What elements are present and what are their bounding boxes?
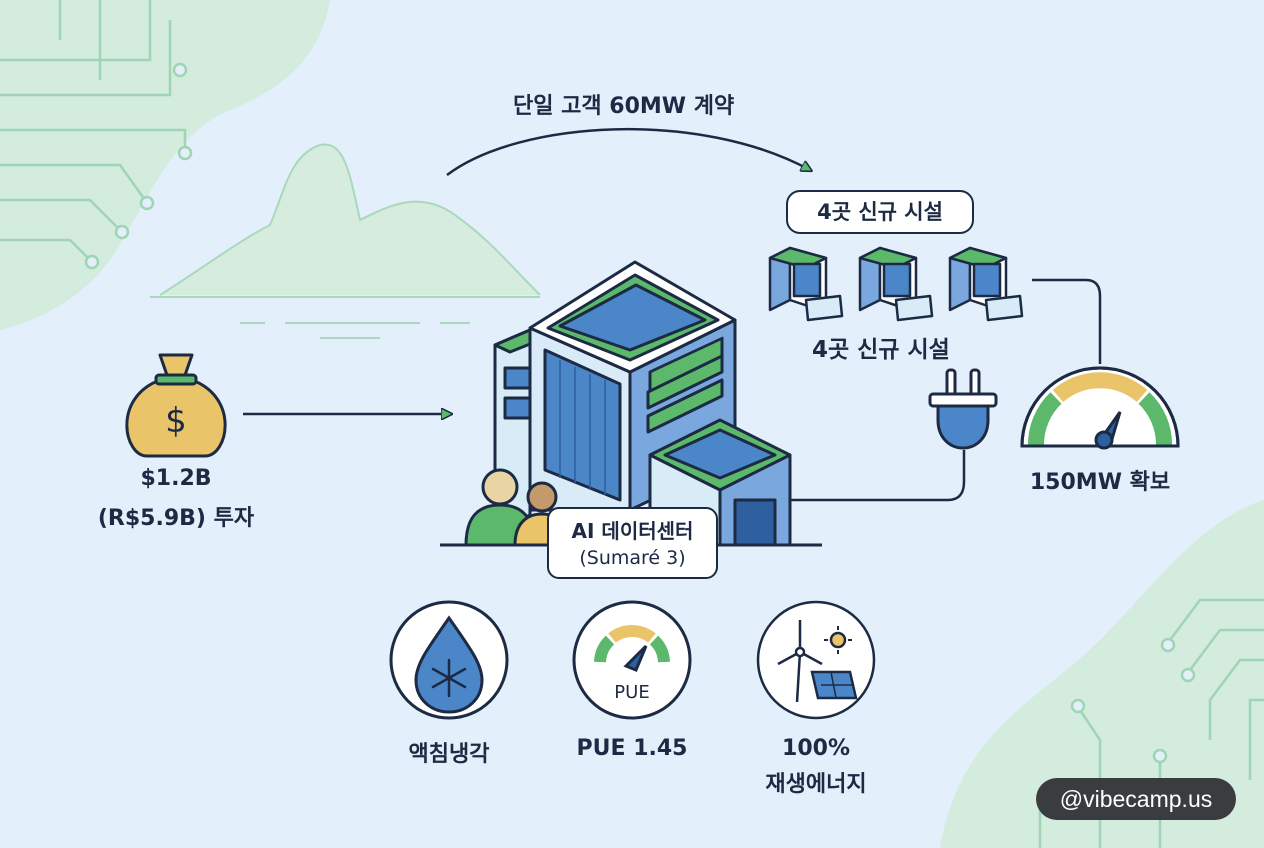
contract-arrow: [446, 127, 810, 176]
investment-detail: (R$5.9B) 투자: [97, 506, 255, 531]
facilities-pill: 4곳 신규 시설: [786, 190, 974, 234]
pue-gauge-icon: [572, 600, 692, 720]
facility-icon: [948, 246, 1024, 322]
watermark-badge: @vibecamp.us: [1036, 778, 1236, 820]
facility-gauge-link: [1032, 278, 1102, 364]
power-cable: [790, 450, 966, 502]
facilities-pill-label: 4곳 신규 시설: [817, 200, 943, 224]
power-plug-icon: [928, 368, 998, 450]
datacenter-building-icon: [440, 260, 822, 547]
power-gauge-icon: [1020, 366, 1180, 450]
datacenter-label-pill: AI 데이터센터 (Sumaré 3): [547, 507, 718, 579]
facilities-caption: 4곳 신규 시설: [812, 337, 950, 363]
investment-amount: $1.2B: [140, 466, 212, 491]
cooling-label: 액침냉각: [408, 742, 490, 767]
renewable-percent: 100%: [782, 736, 850, 761]
pue-badge-text: PUE: [614, 682, 649, 703]
facility-icons: [768, 246, 1024, 322]
contract-label: 단일 고객 60MW 계약: [513, 94, 735, 119]
facility-icon: [768, 246, 844, 322]
money-bag-icon: $: [125, 353, 227, 458]
water-drop-snowflake-icon: [389, 600, 509, 720]
svg-text:$: $: [165, 401, 187, 441]
pue-label: PUE 1.45: [576, 736, 688, 761]
datacenter-name: AI 데이터센터: [571, 519, 694, 543]
datacenter-site: (Sumaré 3): [579, 547, 686, 569]
wind-solar-icon: [756, 600, 876, 720]
facility-icon: [858, 246, 934, 322]
power-capacity-label: 150MW 확보: [1029, 470, 1171, 495]
renewable-label: 재생에너지: [765, 772, 867, 797]
